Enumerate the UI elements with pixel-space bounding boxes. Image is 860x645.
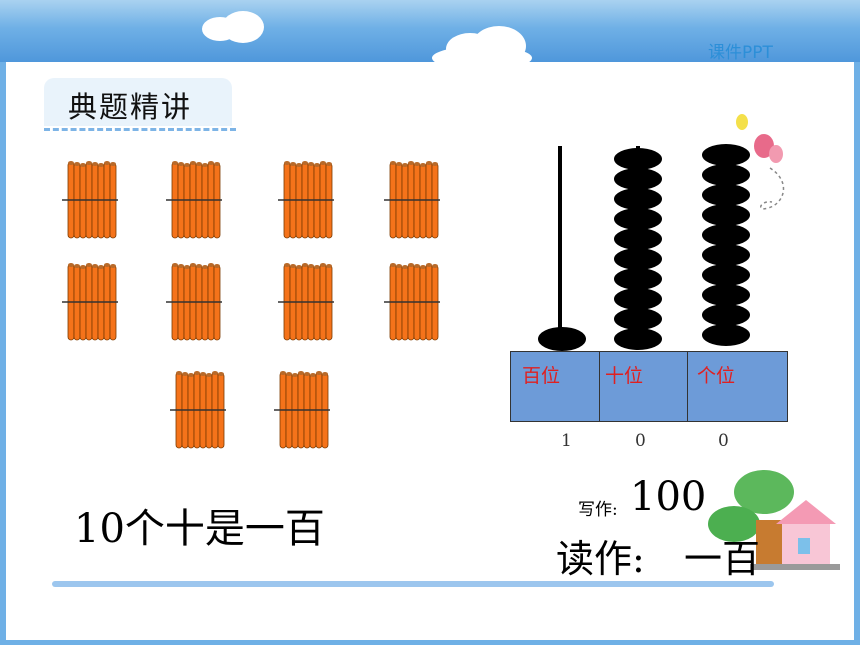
bottom-divider [52, 581, 774, 587]
abacus-bead-ones [702, 324, 750, 346]
stick-bundle [278, 160, 334, 242]
read-label: 读作: [556, 537, 645, 581]
section-tag-underline [44, 128, 236, 131]
abacus-bead-ones [702, 224, 750, 246]
section-tag-label: 典题精讲 [68, 90, 193, 124]
abacus-bead-tens [614, 328, 662, 350]
abacus-bead-tens [614, 308, 662, 330]
place-label-hundreds: 百位 [522, 365, 561, 387]
abacus-bead-ones [702, 204, 750, 226]
digit-hundreds: 1 [561, 431, 572, 451]
abacus-bead-tens [614, 288, 662, 310]
stick-bundle [170, 370, 226, 452]
table-divider [687, 351, 688, 422]
frame-bottom [0, 640, 860, 645]
frame-left [0, 62, 6, 645]
abacus-bead-tens [614, 208, 662, 230]
abacus-bead-tens [614, 268, 662, 290]
stick-bundle [166, 160, 222, 242]
abacus-bead-tens [614, 248, 662, 270]
cloud-decoration [432, 46, 532, 70]
digit-ones: 0 [718, 431, 729, 451]
stick-bundle [62, 262, 118, 344]
abacus-bead-ones [702, 284, 750, 306]
stick-bundle [278, 262, 334, 344]
write-value: 100 [630, 474, 707, 520]
write-label: 写作: [578, 500, 618, 520]
stick-bundle [166, 262, 222, 344]
cloud-decoration [222, 11, 264, 43]
abacus-bead-hundreds [538, 327, 586, 351]
abacus-bead-tens [614, 148, 662, 170]
house-illustration [708, 470, 840, 570]
stick-bundle [62, 160, 118, 242]
place-label-ones: 个位 [697, 365, 736, 387]
butterfly-icon [736, 114, 785, 210]
section-tag [44, 78, 232, 126]
table-divider [599, 351, 600, 422]
abacus-bead-ones [702, 144, 750, 166]
watermark-text: 课件PPT [708, 43, 773, 63]
abacus-bead-ones [702, 304, 750, 326]
read-value: 一百 [684, 537, 761, 581]
stick-bundle [384, 262, 440, 344]
place-label-tens: 十位 [605, 365, 644, 387]
abacus-bead-ones [702, 184, 750, 206]
header-banner [0, 0, 860, 62]
abacus-bead-tens [614, 228, 662, 250]
abacus-bead-tens [614, 188, 662, 210]
abacus [538, 144, 750, 351]
stick-bundle [274, 370, 330, 452]
place-value-table [510, 351, 788, 422]
abacus-bead-ones [702, 264, 750, 286]
frame-right [854, 62, 860, 645]
caption-text: 10个十是一百 [74, 506, 325, 552]
stick-bundle [384, 160, 440, 242]
abacus-bead-ones [702, 164, 750, 186]
abacus-bead-tens [614, 168, 662, 190]
digit-tens: 0 [635, 431, 646, 451]
abacus-bead-ones [702, 244, 750, 266]
